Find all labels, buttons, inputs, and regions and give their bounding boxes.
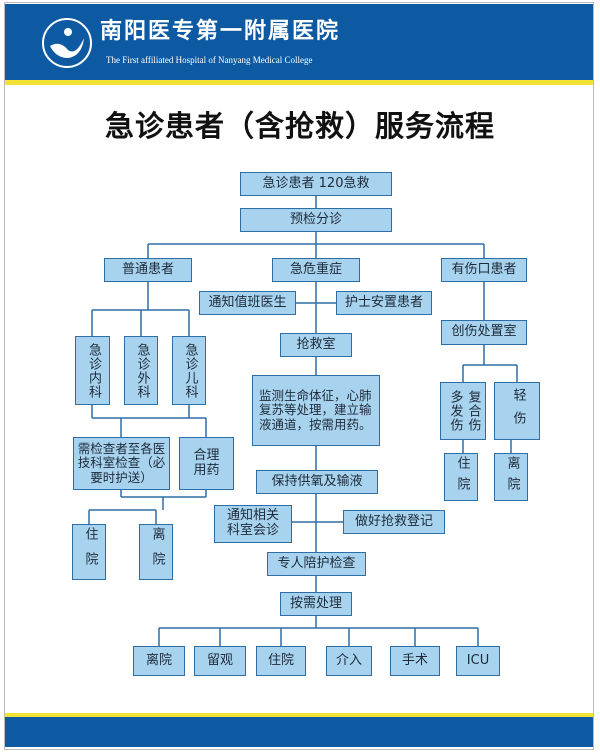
node-monitor: 监测生命体征，心肺复苏等处理，建立输液通道，按需用药。 <box>252 375 380 446</box>
node-nurse-place: 护士安置患者 <box>336 291 432 315</box>
node-escort: 专人陪护检查 <box>267 552 366 576</box>
node-wound-admit: 住院 <box>444 453 478 501</box>
hospital-name-en: The First affiliated Hospital of Nanyang… <box>106 55 313 65</box>
node-gen-discharge: 离院 <box>139 524 173 580</box>
hospital-logo-icon <box>42 18 92 68</box>
node-oxygen: 保持供氧及输液 <box>256 470 378 494</box>
node-minor-injury: 轻伤 <box>494 382 540 440</box>
node-pediatrics-label: 急诊儿科 <box>182 342 198 399</box>
node-exam: 需检查者至各医技科室检查（必要时护送） <box>73 437 170 490</box>
node-consult: 通知相关科室会诊 <box>214 505 292 543</box>
node-surgery: 急诊外科 <box>124 336 158 405</box>
node-compound-injury: 复合伤 <box>465 390 481 432</box>
node-wound-admit-label: 住院 <box>454 456 470 498</box>
node-triage: 预检分诊 <box>240 208 392 232</box>
hospital-name: 南阳医专第一附属医院 <box>100 18 341 44</box>
node-wound-discharge: 离院 <box>494 453 528 501</box>
outcome-admit: 住院 <box>256 646 306 676</box>
node-notify-doctor: 通知值班医生 <box>199 291 296 315</box>
node-handle: 按需处理 <box>280 592 352 616</box>
outcome-surgery: 手术 <box>390 646 440 676</box>
node-trauma-room: 创伤处置室 <box>441 320 527 345</box>
outcome-intervention: 介入 <box>326 646 372 676</box>
node-surgery-label: 急诊外科 <box>134 342 150 399</box>
footer-banner <box>5 717 593 747</box>
node-gen-admit-label: 住院 <box>82 527 98 577</box>
poster-frame <box>4 2 594 750</box>
node-record: 做好抢救登记 <box>343 510 445 534</box>
node-gen-discharge-label: 离院 <box>149 527 165 577</box>
footer-stripe <box>5 713 593 717</box>
node-medication: 合理用药 <box>179 437 234 490</box>
node-general: 普通患者 <box>104 258 192 282</box>
node-start: 急诊患者 120急救 <box>240 172 392 196</box>
outcome-icu: ICU <box>456 646 500 676</box>
node-minor-injury-label: 轻伤 <box>510 388 526 434</box>
node-rescue-room: 抢救室 <box>280 333 352 357</box>
outcome-observe: 留观 <box>194 646 246 676</box>
node-internal: 急诊内科 <box>75 336 110 405</box>
node-wound-discharge-label: 离院 <box>504 456 520 498</box>
page-title: 急诊患者（含抢救）服务流程 <box>104 109 495 143</box>
node-multi-compound: 多发伤 复合伤 <box>440 382 486 440</box>
outcome-discharge: 离院 <box>133 646 185 676</box>
node-gen-admit: 住院 <box>72 524 106 580</box>
header-stripe <box>5 80 593 85</box>
node-multi-injury: 多发伤 <box>447 390 463 432</box>
node-pediatrics: 急诊儿科 <box>172 336 206 405</box>
node-wounded: 有伤口患者 <box>441 258 527 282</box>
node-critical: 急危重症 <box>272 258 360 282</box>
header-banner <box>5 4 593 80</box>
node-internal-label: 急诊内科 <box>85 342 101 399</box>
